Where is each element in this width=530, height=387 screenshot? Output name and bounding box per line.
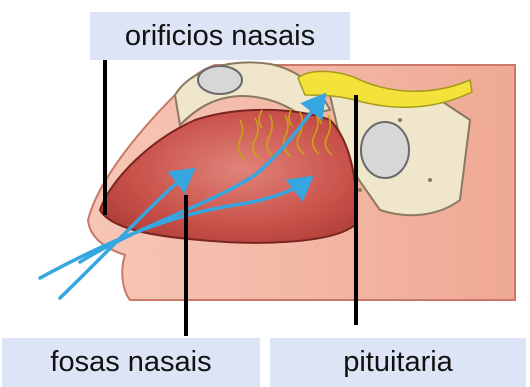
label-pituitary: pituitaria — [270, 338, 526, 387]
nasal-cavity — [100, 110, 356, 243]
sinus-right — [361, 122, 409, 178]
bone-dots — [398, 118, 402, 122]
label-nostrils: orificios nasais — [90, 12, 350, 60]
label-nasal-cavity: fosas nasais — [2, 338, 260, 387]
sinus-left — [198, 66, 242, 94]
